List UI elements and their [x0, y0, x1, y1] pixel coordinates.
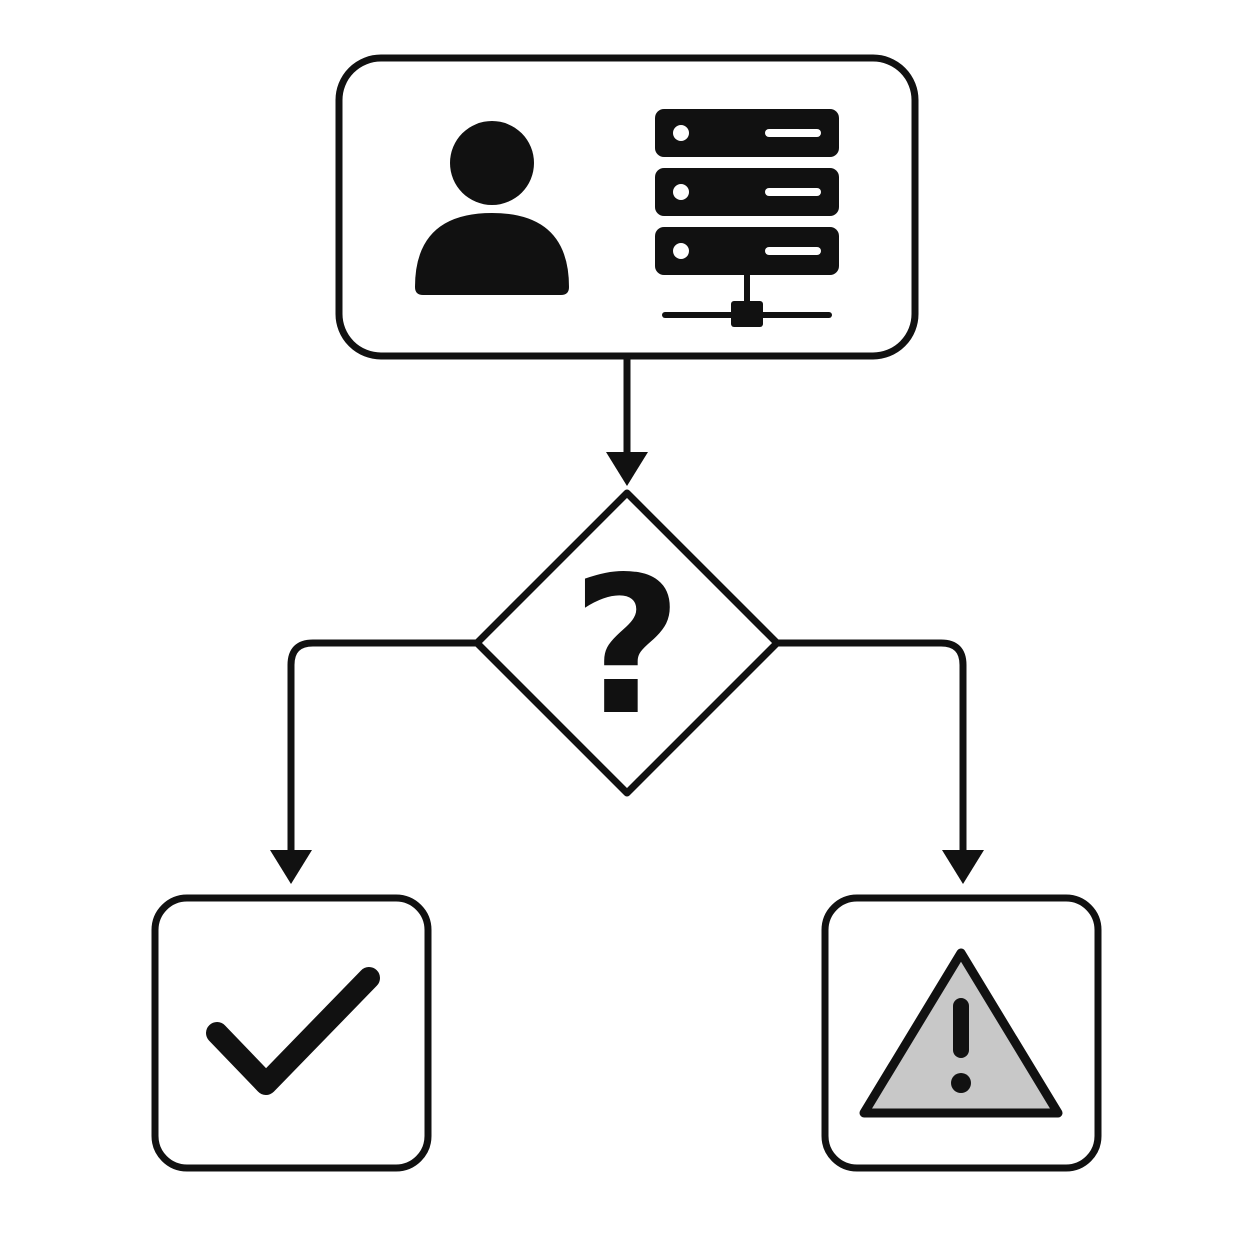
question-mark-icon: ?	[572, 536, 682, 757]
connector-source-to-decision	[606, 354, 648, 486]
failure-node-frame	[821, 894, 1102, 1172]
success-node	[151, 894, 432, 1172]
decision-node: ?	[473, 489, 781, 797]
connector-decision-to-failure	[773, 639, 984, 884]
user-icon	[415, 121, 569, 295]
decision-diamond	[473, 489, 781, 797]
checkmark-icon	[206, 967, 380, 1095]
server-icon	[655, 109, 839, 327]
source-node	[335, 54, 919, 360]
success-node-frame	[151, 894, 432, 1172]
failure-node	[821, 894, 1102, 1172]
connector-decision-to-success	[270, 639, 481, 884]
warning-icon	[859, 948, 1063, 1118]
